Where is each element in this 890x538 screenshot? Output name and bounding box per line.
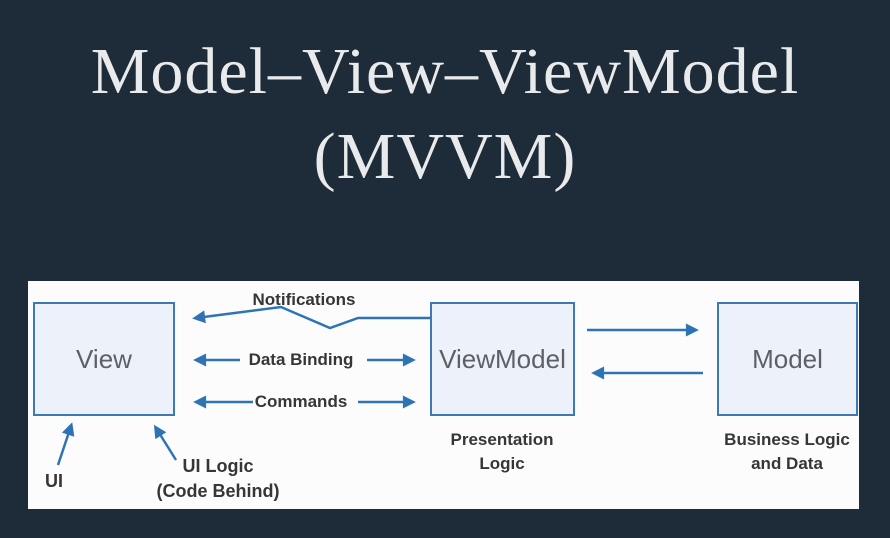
viewmodel-caption-line2: Logic [479, 454, 525, 473]
mvvm-diagram-panel: View ViewModel Model Notifications Data … [28, 281, 859, 509]
page-title-acronym: (MVVM) [313, 120, 577, 193]
viewmodel-caption: Presentation Logic [451, 428, 554, 476]
ui-logic-line1: UI Logic [182, 456, 254, 476]
arrow-layer [56, 305, 703, 466]
title-block: Model–View–ViewModel (MVVM) [0, 30, 890, 200]
ui-logic-line2: (Code Behind) [156, 481, 280, 501]
data-binding-label: Data Binding [248, 350, 354, 369]
ui-logic-pointer-arrow [153, 424, 178, 461]
viewmodel-caption-line1: Presentation [450, 430, 554, 449]
model-caption: Business Logic and Data [724, 428, 850, 476]
viewmodel-box-label: ViewModel [439, 343, 566, 374]
view-box: View [33, 302, 175, 416]
viewmodel-box: ViewModel [430, 302, 575, 416]
view-box-label: View [76, 343, 132, 374]
ui-pointer-arrow [56, 422, 75, 466]
ui-logic-annotation: UI Logic (Code Behind) [157, 454, 280, 504]
notifications-label: Notifications [252, 290, 356, 309]
model-caption-line1: Business Logic [724, 430, 850, 449]
page-title: Model–View–ViewModel [90, 35, 800, 108]
model-box-label: Model [752, 343, 823, 374]
model-box: Model [717, 302, 858, 416]
ui-annotation: UI [45, 471, 63, 491]
commands-label: Commands [254, 392, 348, 411]
notifications-arrow [192, 305, 430, 330]
model-caption-line2: and Data [751, 454, 823, 473]
